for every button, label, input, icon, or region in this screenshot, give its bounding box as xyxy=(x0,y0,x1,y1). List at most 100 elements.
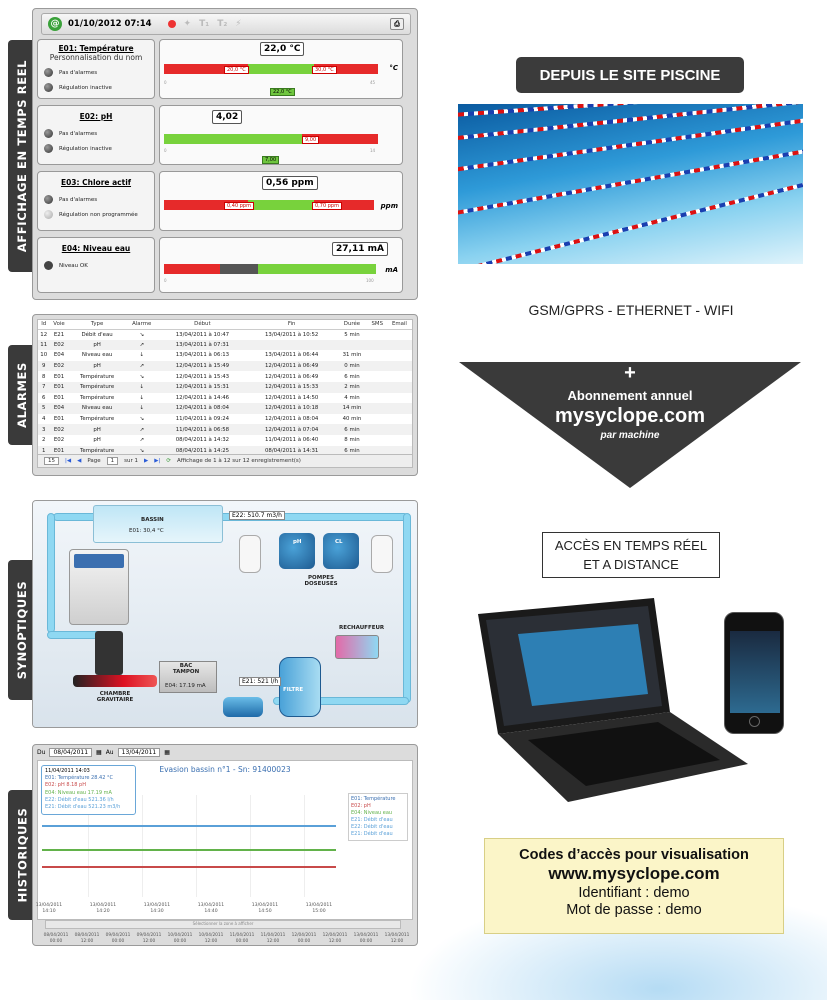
print-icon[interactable]: ⎙ xyxy=(390,18,404,30)
access-codes-box: Codes d’accès pour visualisation www.mys… xyxy=(484,838,784,934)
scroll-tick: 13/04/2011 00:00 xyxy=(353,933,379,944)
basin-label: BASSIN xyxy=(141,517,164,523)
tooltip-line: E22: Débit d'eau 521.36 l/h xyxy=(45,796,114,803)
sensor-title[interactable]: E03: Chlore actif xyxy=(60,178,132,187)
column-header[interactable]: Début xyxy=(157,320,248,330)
controller-device[interactable] xyxy=(69,549,129,625)
table-cell xyxy=(336,339,368,351)
pipe-right xyxy=(403,513,411,703)
legend-item[interactable]: E22: Débit d'eau xyxy=(351,824,393,830)
sensor-row: E02: pH Pas d'alarmes Régulation inactiv… xyxy=(37,105,413,167)
gauge-value: 22,0 °C xyxy=(260,42,305,56)
legend-item[interactable]: E21: Débit d'eau xyxy=(351,817,393,823)
table-cell xyxy=(387,435,412,446)
legend-item[interactable]: E21: Débit d'eau xyxy=(351,831,393,837)
alarm-status-label: Pas d'alarmes xyxy=(59,69,98,76)
calendar-icon[interactable]: ▦ xyxy=(164,749,170,756)
column-header[interactable]: Fin xyxy=(247,320,337,330)
table-cell: 12/04/2011 à 15:49 xyxy=(157,360,248,372)
x-tick: 13/04/2011 15:00 xyxy=(305,903,333,914)
table-cell xyxy=(368,414,387,425)
tab-synoptic-label: SYNOPTIQUES xyxy=(15,580,30,680)
table-cell xyxy=(367,360,387,372)
sensor-title[interactable]: E04: Niveau eau xyxy=(61,244,131,253)
table-cell: 13/04/2011 à 06:44 xyxy=(264,352,319,359)
refresh-icon[interactable]: ⟳ xyxy=(166,458,171,464)
gauge-min: 0 xyxy=(164,278,167,283)
gauge-red-zone xyxy=(302,134,378,144)
chart-legend: E01: Température E02: pH E04: Niveau eau… xyxy=(348,793,408,841)
tooltip-line: 11/04/2011 14:03 xyxy=(45,768,90,774)
column-header[interactable]: Alarme xyxy=(125,320,158,330)
probe-holder xyxy=(95,631,123,675)
next-page-button[interactable]: ▶ xyxy=(144,458,149,464)
access-line: ET A DISTANCE xyxy=(583,557,679,572)
pipe-left xyxy=(47,513,55,633)
table-cell: pH xyxy=(68,360,126,372)
table-cell: 12/04/2011 à 08:04 xyxy=(264,416,319,423)
legend-item[interactable]: E01: Température xyxy=(351,796,396,802)
gauge-value: 4,02 xyxy=(212,110,243,124)
table-cell xyxy=(368,435,387,446)
alarm-led-icon xyxy=(44,68,53,77)
t1-icon[interactable]: T₁ xyxy=(199,19,210,29)
scroll-tick: 11/04/2011 00:00 xyxy=(229,933,255,944)
to-date-input[interactable]: 13/04/2011 xyxy=(117,748,161,757)
history-chart[interactable]: Evasion bassin n°1 - Sn: 91400023 11/04/… xyxy=(36,760,413,920)
t2-icon[interactable]: T₂ xyxy=(217,19,228,29)
pager-summary: Affichage de 1 à 12 sur 12 enregistremen… xyxy=(176,458,301,464)
table-cell xyxy=(386,424,412,435)
from-date-input[interactable]: 08/04/2011 xyxy=(49,748,93,757)
site-banner: DEPUIS LE SITE PISCINE xyxy=(516,57,744,93)
lightning-icon[interactable]: ⚡ xyxy=(235,19,242,29)
x-tick: 13/04/2011 14:40 xyxy=(197,903,225,914)
gauge: 27,11 mA mA 0 100 xyxy=(159,237,403,293)
table-cell: 10 xyxy=(40,352,48,359)
table-cell: 6 min xyxy=(336,424,368,435)
column-header[interactable]: Type xyxy=(68,320,126,330)
last-page-button[interactable]: ▶| xyxy=(154,458,161,464)
page-input[interactable]: 1 xyxy=(106,457,119,465)
at-icon[interactable]: @ xyxy=(48,17,62,31)
heater-unit xyxy=(335,635,379,659)
settings-icon[interactable]: ✦ xyxy=(183,19,192,29)
table-cell: 5 min xyxy=(344,331,360,338)
column-header[interactable]: Voie xyxy=(49,320,69,330)
column-header[interactable]: Durée xyxy=(336,320,368,330)
table-cell: 7 xyxy=(38,381,50,393)
sensor-title[interactable]: E01: Température xyxy=(58,44,134,53)
per-page-select[interactable]: 15 xyxy=(44,457,59,465)
table-cell: 9 xyxy=(38,360,50,372)
column-header[interactable]: SMS xyxy=(367,320,387,330)
sensor-title[interactable]: E02: pH xyxy=(79,112,113,121)
record-icon[interactable] xyxy=(167,20,176,28)
basin-tank xyxy=(93,505,223,543)
column-header[interactable]: Email xyxy=(386,320,412,330)
table-cell: 14 min xyxy=(336,403,368,414)
first-page-button[interactable]: |◀ xyxy=(65,458,72,464)
range-scrollbar[interactable]: Sélectionner la zone à afficher xyxy=(45,920,401,929)
legend-item[interactable]: E02: pH xyxy=(351,803,371,809)
tab-alarms-label: ALARMES xyxy=(15,362,30,428)
codes-url[interactable]: www.mysyclope.com xyxy=(548,864,720,883)
gauge-setpoint: 7,00 xyxy=(262,156,280,164)
calendar-icon[interactable]: ▦ xyxy=(96,749,102,756)
legend-item[interactable]: E04: Niveau eau xyxy=(351,810,393,816)
gauge-high-limit: 30,0 °C xyxy=(312,66,337,74)
column-header[interactable]: Id xyxy=(38,320,50,330)
prev-page-button[interactable]: ◀ xyxy=(77,458,82,464)
table-cell: 12 xyxy=(40,331,48,338)
